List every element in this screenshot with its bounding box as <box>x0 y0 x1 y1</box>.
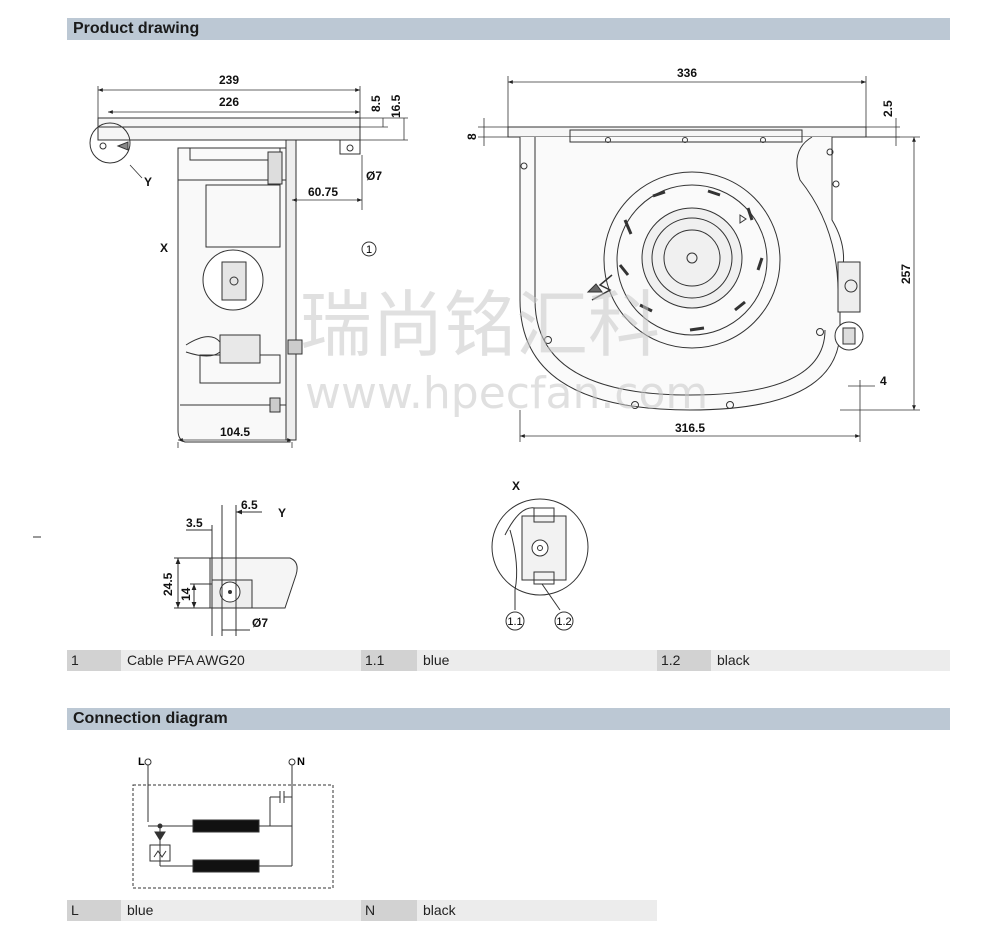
dim-6-5: 6.5 <box>241 498 258 512</box>
legend-key: N <box>361 900 417 921</box>
legend-connection-row: L blue N black <box>67 900 657 921</box>
dim-239: 239 <box>219 73 239 87</box>
dim-316-5: 316.5 <box>675 421 705 435</box>
callout-1-1: 1.1 <box>507 616 522 628</box>
legend-drawing-row: 1 Cable PFA AWG20 1.1 blue 1.2 black <box>67 650 950 671</box>
side-view-dimensions <box>97 86 408 448</box>
wire-n-label: N <box>297 756 305 768</box>
dim-4: 4 <box>880 374 887 388</box>
dim-16-5: 16.5 <box>389 94 403 118</box>
label-x-side: X <box>160 241 168 255</box>
dim-8: 8 <box>465 133 479 140</box>
label-y-side: Y <box>144 175 152 189</box>
legend-value: black <box>711 650 950 671</box>
dim-d7: Ø7 <box>366 169 382 183</box>
watermark-url: www.hpecfan.com <box>305 368 708 419</box>
dim-257: 257 <box>899 264 913 284</box>
legend-value: Cable PFA AWG20 <box>121 650 361 671</box>
callout-1-2: 1.2 <box>556 616 571 628</box>
callout-1-2-circle <box>554 611 574 631</box>
detail-y-view <box>174 505 298 636</box>
section-header-product-drawing: Product drawing <box>67 18 950 40</box>
callout-1-1-circle <box>505 611 525 631</box>
section-header-connection-diagram: Connection diagram <box>67 708 950 730</box>
legend-value: black <box>417 900 657 921</box>
watermark-chinese: 瑞尚铭汇科 <box>300 283 660 367</box>
dim-8-5: 8.5 <box>369 95 383 112</box>
connection-diagram <box>132 758 334 889</box>
dim-104-5: 104.5 <box>220 425 250 439</box>
detail-x-view <box>491 498 589 611</box>
dim-24-5: 24.5 <box>161 572 175 596</box>
wire-l-label: L <box>138 756 145 768</box>
side-view <box>89 117 361 443</box>
callout-1: 1 <box>366 244 372 256</box>
legend-key: 1 <box>67 650 121 671</box>
dim-d7-detail: Ø7 <box>252 616 268 630</box>
dim-60-75: 60.75 <box>308 185 338 199</box>
dim-14: 14 <box>179 587 193 601</box>
dim-226: 226 <box>219 95 239 109</box>
dim-336: 336 <box>677 66 697 80</box>
label-y-detail: Y <box>278 506 286 520</box>
legend-key: 1.1 <box>361 650 417 671</box>
front-view <box>507 126 867 411</box>
dim-2-5: 2.5 <box>881 100 895 117</box>
legend-value: blue <box>417 650 657 671</box>
legend-key: 1.2 <box>657 650 711 671</box>
legend-value: blue <box>121 900 361 921</box>
callout-1-circle <box>361 241 377 257</box>
label-x-detail: X <box>512 479 520 493</box>
front-view-dimensions <box>478 76 920 442</box>
dim-3-5: 3.5 <box>186 516 203 530</box>
detail-y-circle <box>89 122 131 164</box>
legend-key: L <box>67 900 121 921</box>
